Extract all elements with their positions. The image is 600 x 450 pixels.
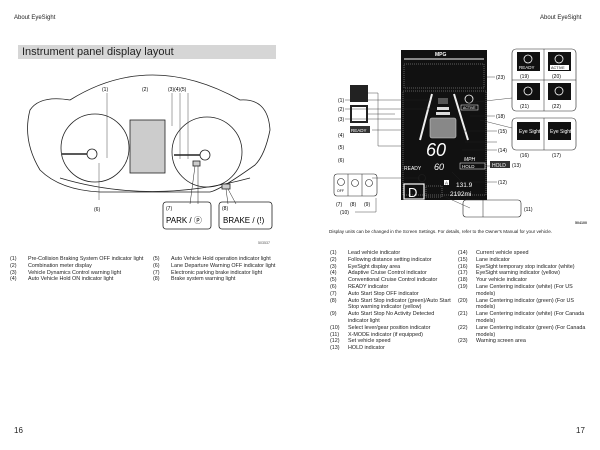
legend-item: (6)Lane Departure Warning OFF indicator … [153, 262, 276, 269]
legend-item: (7)Auto Start Stop OFF indicator [330, 290, 419, 297]
display-units-note: Display units can be changed in the Scre… [329, 229, 553, 234]
legend-item: (4)Adaptive Cruise Control indicator [330, 270, 427, 277]
callout-r16: (16) [520, 153, 529, 159]
callout-r2: (2) [338, 107, 344, 113]
gear-position: D [408, 185, 417, 200]
legend-item: (1)Lead vehicle indicator [330, 250, 401, 256]
callout-r17: (17) [552, 153, 561, 159]
callout-r22: (22) [552, 104, 561, 110]
speed-unit: MPH [464, 157, 476, 163]
legend-item: (17)EyeSight warning indicator (yellow) [458, 270, 560, 277]
hold-indicator-side: HOLD [492, 163, 506, 169]
callout-3-4-5: (3)(4)(5) [168, 87, 187, 93]
callout-r1: (1) [338, 98, 344, 104]
legend-item: (8)Auto Start Stop indicator (green)/Aut… [330, 297, 451, 311]
legend-item: (6)READY indicator [330, 283, 389, 290]
park-indicator-label: PARK / ⓟ [166, 216, 202, 225]
figure-code-left: 503537 [258, 241, 270, 245]
left-legend-col2: (5)Auto Vehicle Hold operation indicator… [153, 256, 283, 283]
legend-item: (9)Auto Start Stop No Activity Detected … [330, 311, 435, 324]
legend-item: (2)Following distance setting indicator [330, 256, 432, 263]
current-speed: 60 [426, 140, 446, 160]
lane-centering-active: ACTIVE [551, 66, 565, 70]
legend-item: (7)Electronic parking brake indicator li… [153, 269, 263, 276]
eyesight-stop-indicator: Eye Sight [519, 129, 541, 135]
legend-item: (3)EyeSight display area [330, 263, 401, 270]
callout-r18: (18) [496, 114, 505, 120]
legend-item: (16)EyeSight temporary stop indicator (w… [458, 263, 575, 270]
callout-8: (8) [222, 206, 228, 212]
odometer: 2192mi [450, 191, 471, 198]
legend-item: (19)Lane Centering indicator (white) (Fo… [458, 283, 573, 297]
legend-item: (13)HOLD indicator [330, 345, 385, 352]
callout-r15: (15) [498, 129, 507, 135]
right-legend-col2: (14)Current vehicle speed(15)Lane indica… [458, 250, 588, 345]
eyesight-screen [401, 50, 487, 200]
right-legend-col1: (1)Lead vehicle indicator(2)Following di… [330, 250, 455, 352]
callout-r11: (11) [524, 207, 533, 213]
legend-item: (5)Auto Vehicle Hold operation indicator… [153, 256, 271, 262]
legend-item: (5)Conventional Cruise Control indicator [330, 277, 438, 284]
legend-item: (23)Warning screen area [458, 338, 526, 345]
legend-item: (20)Lane Centering indicator (green) (Fo… [458, 297, 574, 311]
eyesight-warning-indicator: Eye Sight [550, 129, 572, 135]
ready-label: READY [404, 166, 422, 172]
hold-label: HOLD [462, 164, 475, 169]
callout-r13: (13) [512, 163, 521, 169]
callout-r4: (4) [338, 133, 344, 139]
mpg-label: MPG [435, 52, 447, 58]
legend-item: (11)X-MODE indicator (if equipped) [330, 331, 423, 338]
callout-r5: (5) [338, 145, 344, 151]
left-legend-col1: (1)Pre-Collision Braking System OFF indi… [10, 256, 150, 283]
callout-r21: (21) [520, 104, 529, 110]
callout-r10: (10) [340, 210, 349, 216]
legend-item: (12)Set vehicle speed [330, 338, 391, 345]
callout-r8: (8) [350, 202, 356, 208]
legend-item: (3)Vehicle Dynamics Control warning ligh… [10, 269, 122, 276]
legend-item: (10)Select lever/gear position indicator [330, 324, 431, 331]
page-number-right: 17 [576, 426, 585, 435]
callout-2: (2) [142, 87, 148, 93]
section-title: Instrument panel display layout [18, 45, 276, 59]
legend-item: (2)Combination meter display [10, 262, 92, 269]
callout-r3: (3) [338, 117, 344, 123]
side-icons-left [333, 85, 426, 197]
header-left: About EyeSight [14, 15, 56, 21]
legend-item: (15)Lane indicator [458, 256, 510, 263]
callout-1: (1) [102, 87, 108, 93]
callout-r7: (7) [336, 202, 342, 208]
callout-r19: (19) [520, 74, 529, 80]
legend-item: (1)Pre-Collision Braking System OFF indi… [10, 256, 144, 262]
lane-centering-ready: READY [519, 65, 535, 70]
legend-item: (18)Your vehicle indicator [458, 277, 528, 284]
legend-item: (4)Auto Vehicle Hold ON indicator light [10, 276, 114, 283]
callout-6: (6) [94, 207, 100, 213]
cluster-diagram [27, 74, 273, 230]
trip-meter: 131.9 [456, 182, 473, 189]
callout-r23: (23) [496, 75, 505, 81]
set-speed: 60 [434, 162, 444, 172]
callout-r12: (12) [498, 180, 507, 186]
brake-indicator-label: BRAKE / (!) [223, 216, 265, 225]
ready-indicator-side: READY [351, 128, 367, 133]
callout-r9: (9) [364, 202, 370, 208]
as-off-label: OFF [337, 189, 344, 193]
legend-item: (21)Lane Centering indicator (white) (Fo… [458, 311, 585, 324]
callout-7: (7) [166, 206, 172, 212]
legend-item: (14)Current vehicle speed [458, 250, 529, 256]
side-icons-right [462, 48, 577, 218]
legend-item: (22)Lane Centering indicator (green) (Fo… [458, 324, 586, 338]
page-number-left: 16 [14, 426, 23, 435]
callout-r14: (14) [498, 148, 507, 154]
callout-r6: (6) [338, 158, 344, 164]
header-right: About EyeSight [540, 15, 582, 21]
legend-item: (8)Brake system warning light [153, 276, 236, 283]
xmode-icon: A [445, 181, 448, 186]
figure-code-right: 504100 [575, 221, 587, 225]
active-label: ACTIVE [463, 106, 476, 110]
callout-r20: (20) [552, 74, 561, 80]
